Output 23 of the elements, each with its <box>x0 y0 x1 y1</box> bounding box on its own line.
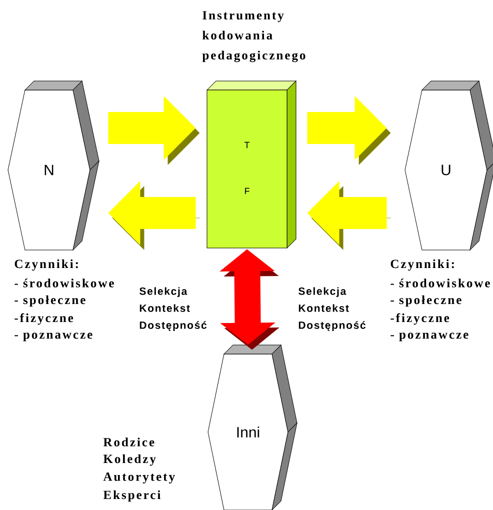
list-item: Czynniki: <box>390 259 454 271</box>
list-item: Rodzice <box>103 438 154 446</box>
list-item: Koledzy <box>103 454 156 466</box>
list-item: - poznawcze <box>390 332 468 342</box>
hexagon-box: N <box>8 80 100 250</box>
block-box <box>206 80 296 248</box>
list-item: -fizyczne <box>14 313 74 325</box>
list-item: - środowiskowe <box>390 278 490 288</box>
hexagon-box: Inni <box>208 344 298 510</box>
list-item: - społeczne <box>14 295 86 307</box>
heading-text: Instrumenty kodowania pedagogicznego <box>202 11 306 62</box>
list-item: - środowiskowe <box>14 278 114 288</box>
block-letter: F <box>245 188 250 194</box>
note-text: Selekcja Kontekst Dostępność <box>140 287 207 331</box>
hexagon-box: U <box>404 80 493 250</box>
list-item: Czynniki: <box>14 259 78 271</box>
list-item: - społeczne <box>390 295 462 307</box>
block-letter: T <box>244 142 250 148</box>
list-item: -fizyczne <box>390 313 450 325</box>
note-text: Selekcja Kontekst Dostępność <box>298 287 366 331</box>
list-item: - poznawcze <box>14 332 92 342</box>
list-item: Eksperci <box>103 490 160 502</box>
list-item: Autorytety <box>103 472 175 484</box>
